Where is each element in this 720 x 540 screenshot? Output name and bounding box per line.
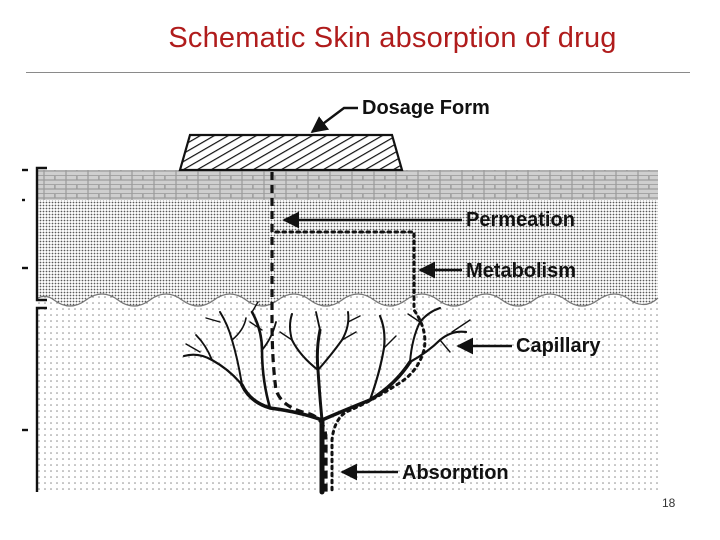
metabolism-path <box>274 230 427 494</box>
stratum-corneum-layer <box>38 170 658 200</box>
label-capillary: Capillary <box>516 335 601 357</box>
epidermis-layer <box>38 170 658 306</box>
permeation-path <box>270 172 328 492</box>
label-absorption: Absorption <box>402 462 509 484</box>
epidermis-boundary <box>37 293 659 307</box>
page-number: 18 <box>662 496 676 510</box>
layer-brackets <box>22 166 47 492</box>
capillary-network <box>182 301 471 495</box>
title-divider <box>26 72 690 73</box>
dosage-form-patch <box>178 133 404 172</box>
label-permeation: Permeation <box>466 209 575 231</box>
label-dosage-form: Dosage Form <box>362 97 490 119</box>
label-pointers <box>282 106 512 481</box>
slide-title: Schematic Skin absorption of drug <box>168 22 617 54</box>
label-metabolism: Metabolism <box>466 260 576 282</box>
